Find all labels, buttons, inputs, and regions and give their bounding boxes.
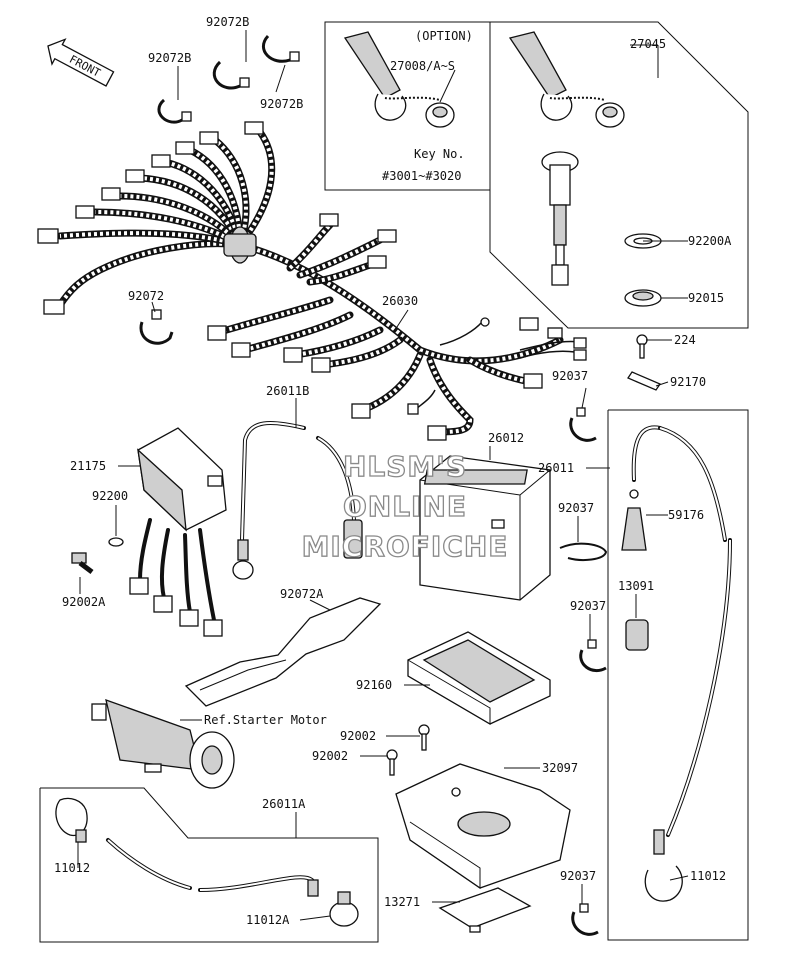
clamp-92072B-1: [157, 98, 192, 124]
battery-26012: [419, 455, 551, 601]
label-92037-4: 92037: [560, 869, 596, 883]
label-13271: 13271: [384, 895, 420, 909]
key-no-label: Key No.: [414, 147, 465, 161]
label-27008: 27008/A~S: [390, 59, 455, 73]
label-92015: 92015: [688, 291, 724, 305]
label-26011B: 26011B: [266, 384, 309, 398]
label-26012: 26012: [488, 431, 524, 445]
cover-92072A: [184, 597, 382, 707]
watermark-line2: ONLINE: [343, 490, 467, 523]
cable-26011A: [106, 838, 319, 897]
bolt-92002A: [71, 552, 94, 574]
harness-connectors: [37, 121, 587, 441]
clamp-92072B-2: [212, 60, 250, 90]
cap-59176: [621, 507, 647, 551]
cap-11012-right: [644, 829, 683, 902]
label-26030: 26030: [382, 294, 418, 308]
label-92037-3: 92037: [570, 599, 606, 613]
label-11012-right: 11012: [690, 869, 726, 883]
label-27045: 27045: [630, 37, 666, 51]
strap-92170: [627, 371, 661, 391]
label-11012A: 11012A: [246, 913, 290, 927]
part-labels: 92072B 92072B 92072B 92072 26030 (OPTION…: [54, 15, 732, 927]
label-92072B-top: 92072B: [206, 15, 249, 29]
label-92037-2: 92037: [558, 501, 594, 515]
clamp-92072B-3: [261, 34, 300, 63]
ref-starter-label: Ref.Starter Motor: [204, 713, 327, 727]
label-92002-b: 92002: [312, 749, 348, 763]
starter-motor: [91, 698, 235, 789]
nut-92015: [624, 289, 662, 307]
label-92072A: 92072A: [280, 587, 324, 601]
clamp-92037-2: [559, 542, 608, 561]
label-21175: 21175: [70, 459, 106, 473]
regulator-21175: [129, 427, 227, 637]
clamp-92037-3: [579, 639, 607, 673]
leader-lines: [77, 30, 689, 921]
washer-92200: [108, 537, 124, 547]
bolts-92002: [386, 724, 430, 776]
cap-11012-left: [55, 797, 88, 843]
bolt-224: [636, 334, 648, 359]
label-92072B-right: 92072B: [260, 97, 303, 111]
label-224: 224: [674, 333, 696, 347]
label-92072: 92072: [128, 289, 164, 303]
label-13091: 13091: [618, 579, 654, 593]
grommet-13091: [625, 619, 649, 651]
label-32097: 32097: [542, 761, 578, 775]
plate-13271: [438, 887, 532, 933]
cap-11012A: [329, 891, 359, 927]
clamp-92037-1: [569, 407, 597, 442]
main-harness: [56, 128, 581, 436]
option-label: (OPTION): [415, 29, 473, 43]
cable-26011B: [232, 421, 363, 580]
ground-cable-box: [39, 787, 379, 943]
label-26011A: 26011A: [262, 797, 306, 811]
label-92072B-left: 92072B: [148, 51, 191, 65]
watermark: HLSM'S ONLINE MICROFICHE: [301, 449, 509, 563]
cable-26011: [629, 425, 732, 837]
label-11012-left: 11012: [54, 861, 90, 875]
label-92200: 92200: [92, 489, 128, 503]
label-26011: 26011: [538, 461, 574, 475]
tray-92160: [407, 631, 551, 725]
label-59176: 59176: [668, 508, 704, 522]
key-kit-icon: [508, 31, 625, 128]
watermark-line1: HLSM'S: [343, 450, 467, 483]
ignition-kit-box: [489, 21, 749, 329]
label-92170: 92170: [670, 375, 706, 389]
key-range-label: #3001~#3020: [382, 169, 461, 183]
label-92037-1: 92037: [552, 369, 588, 383]
label-92160: 92160: [356, 678, 392, 692]
option-box: [324, 21, 491, 191]
label-92200A: 92200A: [688, 234, 732, 248]
watermark-line3: MICROFICHE: [302, 530, 509, 563]
ignition-switch-icon: [541, 151, 579, 286]
clamp-92037-4: [571, 903, 599, 936]
clamp-92072: [139, 309, 174, 345]
label-92002-a: 92002: [340, 729, 376, 743]
label-92002A: 92002A: [62, 595, 106, 609]
front-arrow-icon: FRONT: [47, 38, 115, 87]
key-option-icon: [343, 31, 455, 128]
case-32097: [395, 763, 571, 889]
battery-cable-box: [607, 409, 749, 941]
